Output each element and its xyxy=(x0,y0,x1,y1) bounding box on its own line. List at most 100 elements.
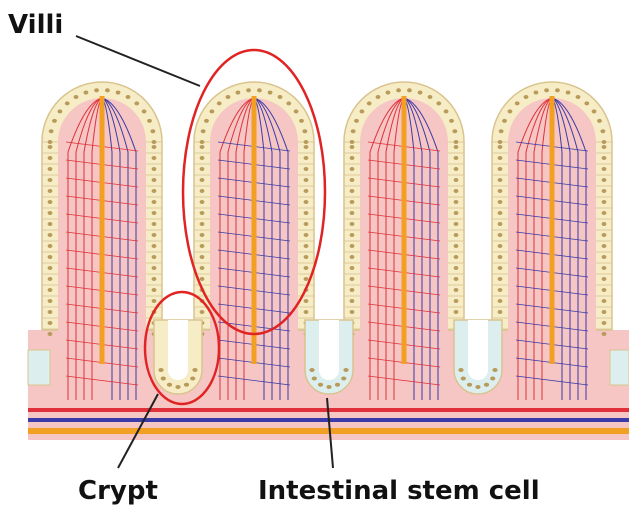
cell-nucleus xyxy=(105,88,110,92)
cell-nucleus xyxy=(555,88,560,92)
cell-nucleus xyxy=(350,140,355,144)
cell-nucleus xyxy=(200,145,205,149)
cell-nucleus xyxy=(304,200,309,204)
cell-nucleus xyxy=(152,233,157,237)
cell-nucleus xyxy=(498,211,503,215)
cell-nucleus xyxy=(304,211,309,215)
cell-nucleus xyxy=(498,233,503,237)
cell-nucleus xyxy=(350,167,355,171)
cell-nucleus xyxy=(454,299,459,303)
cell-nucleus xyxy=(350,299,355,303)
crypt-nucleus xyxy=(312,377,317,381)
cell-nucleus xyxy=(65,101,70,105)
villi-label: Villi xyxy=(8,10,63,40)
cell-nucleus xyxy=(602,288,607,292)
cell-nucleus xyxy=(360,109,365,113)
cell-nucleus xyxy=(498,299,503,303)
cell-nucleus xyxy=(200,167,205,171)
crypt-nucleus xyxy=(309,368,314,372)
cell-nucleus xyxy=(602,310,607,314)
cell-nucleus xyxy=(48,299,53,303)
cell-nucleus xyxy=(201,129,206,133)
cell-nucleus xyxy=(200,156,205,160)
cell-nucleus xyxy=(48,233,53,237)
cell-nucleus xyxy=(48,266,53,270)
crypt-nucleus xyxy=(326,385,331,389)
cell-nucleus xyxy=(498,266,503,270)
cell-nucleus xyxy=(134,101,139,105)
cell-nucleus xyxy=(454,288,459,292)
cell-nucleus xyxy=(152,167,157,171)
cell-nucleus xyxy=(302,129,307,133)
cell-nucleus xyxy=(454,222,459,226)
cell-nucleus xyxy=(152,140,157,144)
crypt-nucleus xyxy=(190,377,195,381)
cell-nucleus xyxy=(48,321,53,325)
cell-nucleus xyxy=(200,310,205,314)
cell-nucleus xyxy=(94,88,99,92)
cell-nucleus xyxy=(602,321,607,325)
cell-nucleus xyxy=(304,233,309,237)
cell-nucleus xyxy=(602,145,607,149)
lacteal xyxy=(100,96,105,364)
cell-nucleus xyxy=(396,88,401,92)
cell-nucleus xyxy=(48,310,53,314)
cell-nucleus xyxy=(278,95,283,99)
cell-nucleus xyxy=(48,211,53,215)
cell-nucleus xyxy=(498,167,503,171)
crypt-nucleus xyxy=(490,377,495,381)
cell-nucleus xyxy=(304,145,309,149)
cell-nucleus xyxy=(48,332,53,336)
cell-nucleus xyxy=(449,119,454,123)
cell-nucleus xyxy=(236,91,241,95)
lacteal-line xyxy=(28,428,629,434)
crypt-label: Crypt xyxy=(78,476,158,506)
cell-nucleus xyxy=(126,95,131,99)
cell-nucleus xyxy=(498,255,503,259)
cell-nucleus xyxy=(454,266,459,270)
cell-nucleus xyxy=(350,277,355,281)
cell-nucleus xyxy=(210,109,215,113)
cell-nucleus xyxy=(436,101,441,105)
cell-nucleus xyxy=(444,109,449,113)
crypt-nucleus xyxy=(461,377,466,381)
crypt-nucleus xyxy=(341,377,346,381)
cell-nucleus xyxy=(350,233,355,237)
crypt-nucleus xyxy=(458,368,463,372)
cell-nucleus xyxy=(48,244,53,248)
cell-nucleus xyxy=(152,222,157,226)
crypt-nucleus xyxy=(343,368,348,372)
cell-nucleus xyxy=(602,167,607,171)
cell-nucleus xyxy=(602,156,607,160)
cell-nucleus xyxy=(498,244,503,248)
cell-nucleus xyxy=(350,156,355,160)
cell-nucleus xyxy=(602,332,607,336)
cell-nucleus xyxy=(304,310,309,314)
cell-nucleus xyxy=(454,310,459,314)
cell-nucleus xyxy=(200,277,205,281)
crypt-nucleus xyxy=(158,368,163,372)
cell-nucleus xyxy=(304,222,309,226)
crypt-nucleus xyxy=(184,383,189,387)
crypt-nucleus xyxy=(161,377,166,381)
cell-nucleus xyxy=(498,178,503,182)
cell-nucleus xyxy=(418,91,423,95)
cell-nucleus xyxy=(48,288,53,292)
crypt-nucleus xyxy=(484,383,489,387)
cell-nucleus xyxy=(304,299,309,303)
cell-nucleus xyxy=(454,211,459,215)
cell-nucleus xyxy=(48,222,53,226)
crypt-nucleus xyxy=(475,385,480,389)
cell-nucleus xyxy=(498,189,503,193)
cell-nucleus xyxy=(152,244,157,248)
cell-nucleus xyxy=(200,266,205,270)
cell-nucleus xyxy=(147,119,152,123)
villi-leader-line xyxy=(76,36,200,86)
crypt-lumen xyxy=(168,320,188,380)
cell-nucleus xyxy=(454,145,459,149)
cell-nucleus xyxy=(350,255,355,259)
crypt-nucleus xyxy=(192,368,197,372)
cell-nucleus xyxy=(152,156,157,160)
cell-nucleus xyxy=(584,101,589,105)
cell-nucleus xyxy=(200,222,205,226)
